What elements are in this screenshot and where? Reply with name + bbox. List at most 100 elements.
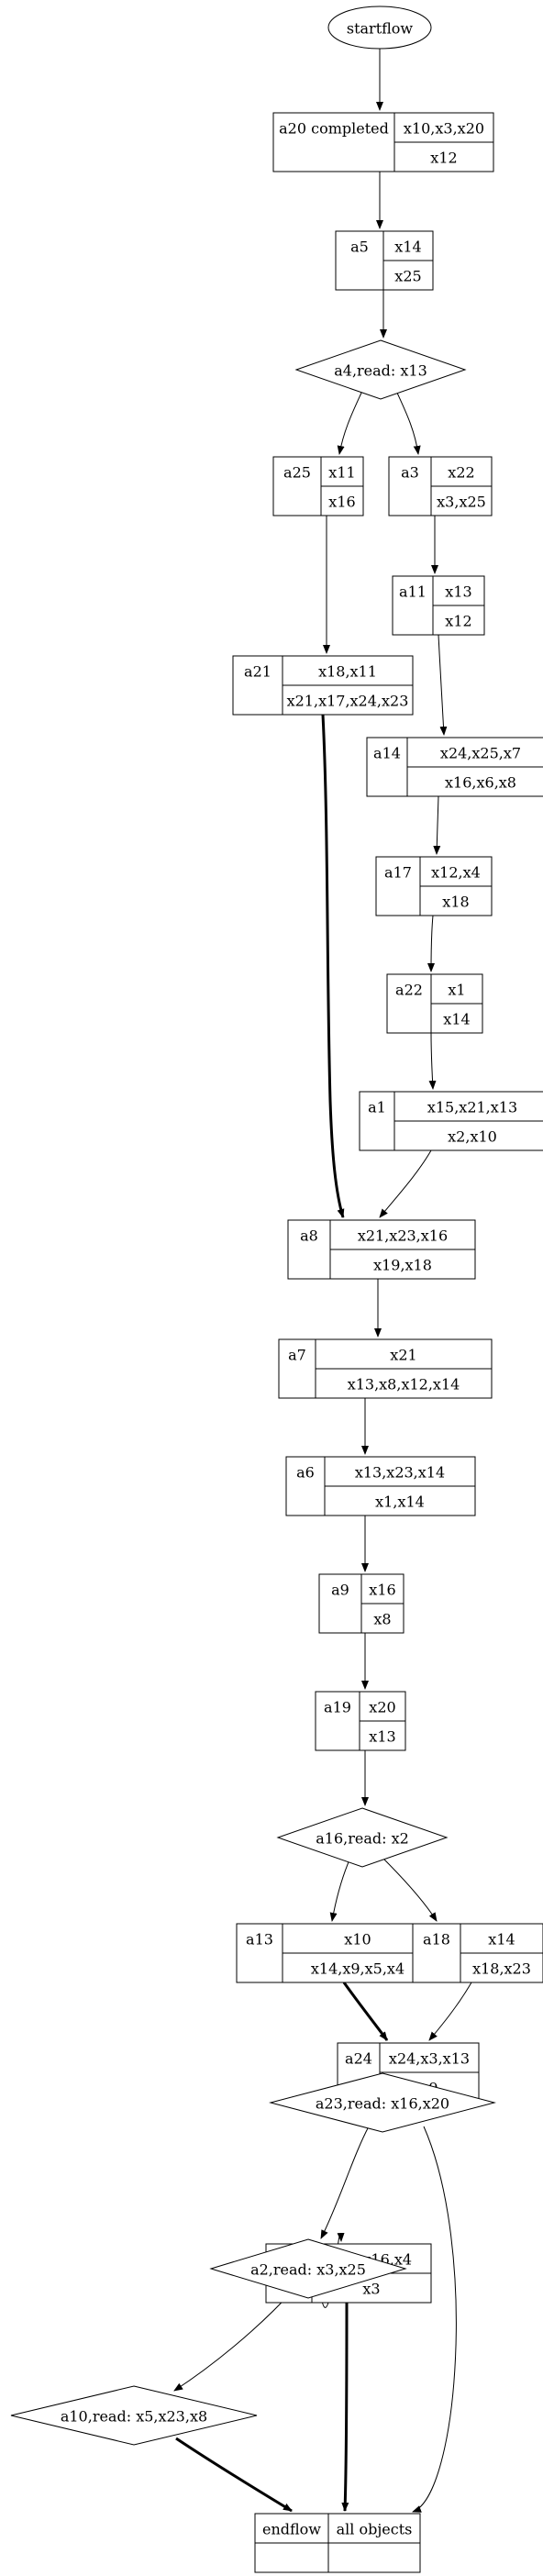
edge-a11-a14: [438, 634, 448, 736]
node-a17-name: a17: [384, 864, 412, 882]
node-a18-bottom: x18,x23: [472, 1960, 531, 1978]
node-a18-top: x14: [488, 1931, 515, 1949]
node-a3-name: a3: [401, 464, 419, 482]
edge-a14-a17: [433, 795, 441, 855]
edge-a1-a8: [379, 1149, 432, 1218]
decision-a2: a2,read: x3,x25: [209, 2238, 407, 2299]
node-a13-name: a13: [246, 1931, 273, 1949]
node-a20-bottom: x12: [430, 150, 457, 167]
node-a5-bottom: x25: [394, 268, 421, 285]
edge-a4-a25: [337, 390, 363, 455]
decision-a23-label: a23,read: x16,x20: [316, 2095, 449, 2113]
node-a14-bottom: x16,x6,x8: [445, 774, 516, 792]
decision-a16: a16,read: x2: [276, 1807, 449, 1868]
node-a19-top: x20: [369, 1699, 395, 1716]
node-a12-bottom: x3: [362, 2281, 380, 2298]
node-a20-name: a20 completed: [279, 120, 389, 138]
edge-a23-a12: [412, 2126, 457, 2513]
edge-a12-end: [341, 2302, 349, 2512]
node-a20-top: x10,x3,x20: [404, 120, 484, 138]
node-a7-bottom: x13,x8,x12,x14: [348, 1376, 460, 1393]
decision-a4: a4,read: x13: [294, 339, 467, 400]
node-a5-name: a5: [350, 239, 369, 256]
node-a1: a1 x15,x21,x13 x2,x10: [359, 1091, 543, 1151]
edge-a13-a24: [342, 1982, 389, 2041]
edge-a10-end: [175, 2437, 293, 2513]
node-a5-top: x14: [394, 239, 421, 256]
node-a21-bottom: x21,x17,x24,x23: [287, 693, 409, 710]
node-a1-bottom: x2,x10: [448, 1128, 497, 1146]
decision-a10: a10,read: x5,x23,x8: [10, 2385, 258, 2446]
edges-layer: [173, 49, 472, 2513]
node-a3-top: x22: [448, 464, 474, 482]
node-a8-name: a8: [300, 1227, 318, 1245]
node-a14-name: a14: [373, 745, 401, 762]
node-a17: a17 x12,x4 x18: [375, 856, 493, 916]
node-a3-bottom: x3,x25: [437, 494, 486, 511]
node-a1-top: x15,x21,x13: [427, 1099, 517, 1116]
node-a3: a3 x22 x3,x25: [388, 456, 493, 516]
end-node-right: all objects: [337, 2521, 413, 2538]
node-a13: a13 x10 x14,x9,x5,x4: [236, 1923, 434, 1983]
node-a18: a18 x14 x18,x23: [412, 1923, 543, 1983]
node-a22-name: a22: [395, 982, 423, 999]
edge-a17-a22: [427, 915, 436, 972]
node-a19: a19 x20 x13: [315, 1691, 406, 1751]
node-a14-top: x24,x25,x7: [440, 745, 521, 762]
edge-a4-a3: [395, 390, 421, 455]
node-a9: a9 x16 x8: [318, 1573, 404, 1634]
edge-a2-a10: [173, 2289, 294, 2392]
decision-a2-label: a2,read: x3,x25: [250, 2261, 366, 2279]
node-a18-name: a18: [423, 1931, 450, 1949]
edge-a23-a2: [320, 2126, 370, 2239]
node-a7-name: a7: [288, 1347, 306, 1364]
node-a22: a22 x1 x14: [386, 973, 483, 1034]
decision-a16-label: a16,read: x2: [316, 1830, 409, 1848]
node-a19-name: a19: [324, 1699, 351, 1716]
edge-a18-a24: [428, 1982, 472, 2041]
edge-a16-a18: [382, 1858, 438, 1922]
node-a13-bottom: x14,x9,x5,x4: [311, 1960, 404, 1978]
end-node-left: endflow: [262, 2521, 321, 2538]
node-a17-top: x12,x4: [431, 864, 481, 882]
node-a7-top: x21: [390, 1347, 416, 1364]
node-a6-name: a6: [296, 1464, 315, 1482]
node-a21-top: x18,x11: [318, 663, 377, 681]
node-a17-bottom: x18: [442, 894, 469, 911]
node-a24-top: x24,x3,x13: [389, 2050, 470, 2068]
decision-a23: a23,read: x16,x20: [269, 2072, 496, 2133]
node-a22-bottom: x14: [443, 1011, 470, 1028]
decision-a10-label: a10,read: x5,x23,x8: [61, 2408, 207, 2426]
node-a14: a14 x24,x25,x7 x16,x6,x8: [366, 737, 543, 797]
node-a11-top: x13: [445, 583, 471, 601]
node-a24-name: a24: [345, 2050, 372, 2068]
node-a9-top: x16: [369, 1582, 395, 1599]
node-a21: a21 x18,x11 x21,x17,x24,x23: [232, 655, 414, 716]
node-a8-top: x21,x23,x16: [358, 1227, 448, 1245]
node-a1-name: a1: [368, 1099, 386, 1116]
start-node-label: startflow: [347, 20, 414, 38]
node-a13-top: x10: [344, 1931, 371, 1949]
decision-a4-label: a4,read: x13: [334, 362, 427, 380]
node-a19-bottom: x13: [369, 1728, 395, 1746]
node-a25-bottom: x16: [328, 494, 355, 511]
node-a25-top: x11: [328, 464, 355, 482]
edge-a16-a13: [329, 1857, 351, 1922]
node-a11-name: a11: [399, 583, 427, 601]
edge-a21-a8: [321, 714, 345, 1218]
edge-a22-a1: [428, 1032, 437, 1090]
end-node: endflow all objects: [254, 2513, 421, 2573]
node-a11-bottom: x12: [445, 613, 471, 630]
node-a9-bottom: x8: [373, 1611, 391, 1628]
node-a20: a20 completed x10,x3,x20 x12: [272, 112, 494, 172]
node-a6-bottom: x1,x14: [375, 1493, 425, 1511]
node-a9-name: a9: [331, 1582, 349, 1599]
node-a11: a11 x13 x12: [392, 575, 485, 636]
node-a21-name: a21: [244, 663, 272, 681]
node-a5: a5 x14 x25: [335, 230, 434, 291]
node-a22-top: x1: [448, 982, 465, 999]
